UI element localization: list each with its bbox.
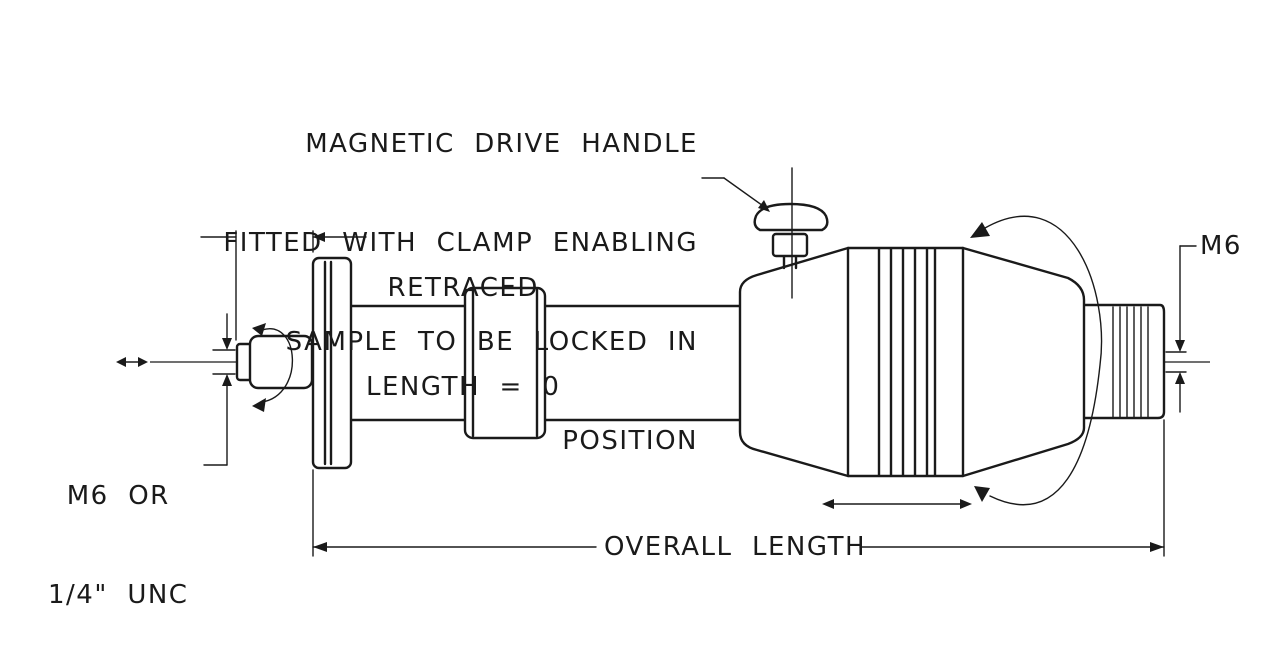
magnetic-drive-body xyxy=(738,246,1086,478)
thread-label-right: M6 xyxy=(1200,231,1242,261)
thread-dimension-right xyxy=(1165,245,1197,413)
sliding-collar xyxy=(463,286,547,440)
thread-left-line: 1/4" UNC xyxy=(48,580,189,610)
thread-label-left: M6 OR 1/4" UNC xyxy=(48,414,188,645)
linear-motion-arrow-left xyxy=(116,357,148,367)
rotation-arrow-drive xyxy=(970,215,1103,506)
overall-length-label: OVERALL LENGTH xyxy=(604,532,867,562)
retracted-line: RETRACED xyxy=(387,273,539,303)
handle-leader xyxy=(701,177,770,212)
handle-note-line: POSITION xyxy=(562,426,698,456)
rotation-arrow-left xyxy=(252,323,294,412)
clamp-handle xyxy=(753,167,829,299)
handle-note-line: MAGNETIC DRIVE HANDLE xyxy=(305,129,698,159)
manipulator-drawing xyxy=(116,167,1210,557)
retracted-line: LENGTH = 0 xyxy=(366,372,561,402)
mounting-flange xyxy=(311,256,353,470)
handle-note-line: FITTED WITH CLAMP ENABLING xyxy=(223,228,698,258)
sample-tip xyxy=(235,334,314,390)
rear-shaft xyxy=(1068,303,1166,420)
handle-note: MAGNETIC DRIVE HANDLE FITTED WITH CLAMP … xyxy=(223,62,698,491)
overall-length-dimension xyxy=(312,419,1165,557)
linear-motion-arrow-drive xyxy=(822,499,972,509)
handle-note-line: SAMPLE TO BE LOCKED IN xyxy=(285,327,698,357)
retracted-length-dimension xyxy=(200,230,367,341)
thread-left-line: M6 OR xyxy=(66,481,170,511)
thread-dimension-left xyxy=(203,313,236,466)
retracted-length-label: RETRACED LENGTH = 0 xyxy=(366,206,560,437)
